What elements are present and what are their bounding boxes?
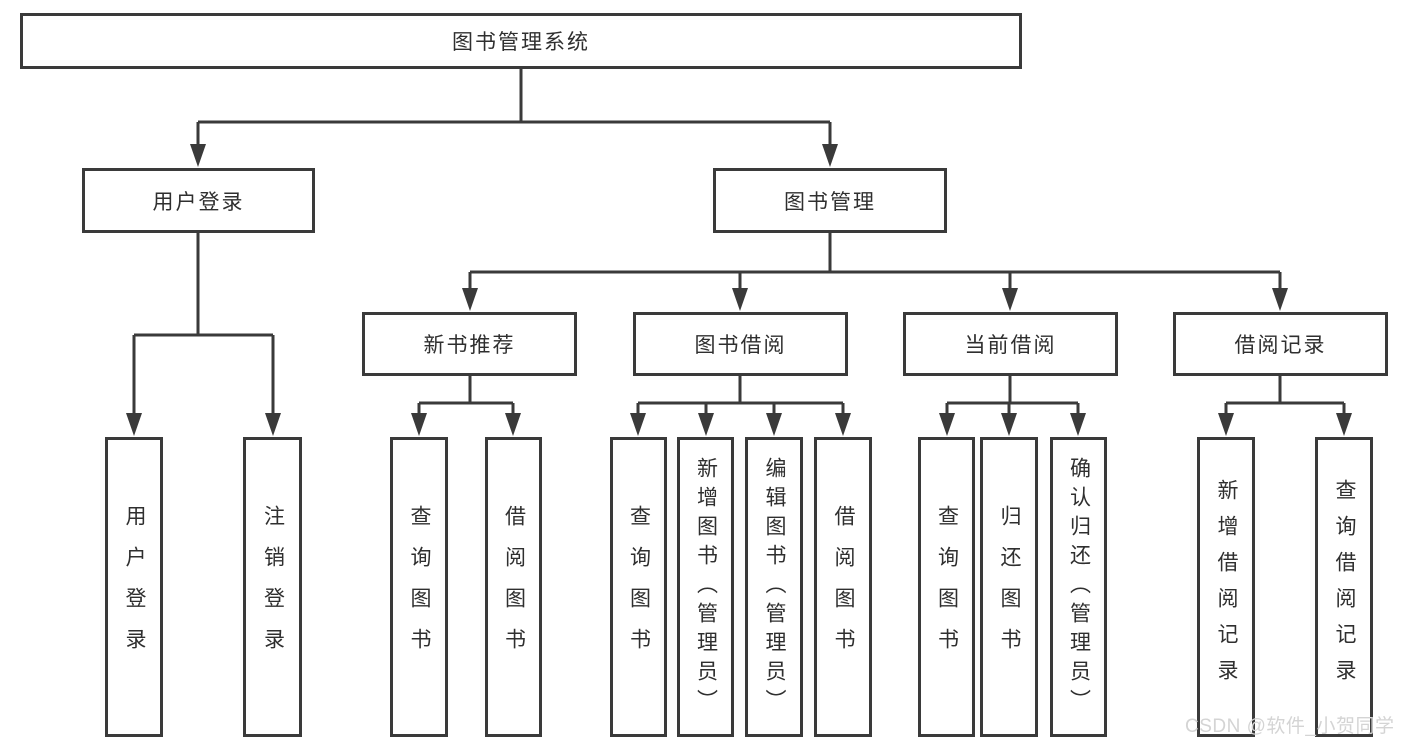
connector-book-management-sections — [462, 233, 1288, 311]
connector-new-book-children — [411, 376, 521, 436]
leaf-borrow-books: 借阅图书 — [814, 437, 872, 737]
node-user-login: 用户登录 — [82, 168, 315, 233]
connector-borrow-record-children — [1218, 376, 1352, 436]
leaf-query-books-recommend: 查询图书 — [390, 437, 448, 737]
node-current-borrow: 当前借阅 — [903, 312, 1118, 376]
node-book-management: 图书管理 — [713, 168, 947, 233]
connector-book-borrow-children — [630, 376, 851, 436]
leaf-add-books-admin: 新增图书（管理员） — [677, 437, 734, 737]
leaf-user-login: 用户登录 — [105, 437, 163, 737]
connector-root-to-level2 — [190, 69, 838, 167]
leaf-query-books-borrow: 查询图书 — [610, 437, 667, 737]
leaf-edit-books-admin: 编辑图书（管理员） — [745, 437, 803, 737]
leaf-confirm-return-admin: 确认归还（管理员） — [1050, 437, 1107, 737]
connector-current-borrow-children — [939, 376, 1086, 436]
leaf-borrow-books-recommend: 借阅图书 — [485, 437, 542, 737]
leaf-query-books-current: 查询图书 — [918, 437, 975, 737]
node-root-library-system: 图书管理系统 — [20, 13, 1022, 69]
connector-user-login-children — [126, 233, 281, 436]
csdn-watermark: CSDN @软件_小贺同学 — [1185, 716, 1395, 737]
leaf-add-borrow-record: 新增借阅记录 — [1197, 437, 1255, 737]
node-book-borrow: 图书借阅 — [633, 312, 848, 376]
leaf-query-borrow-record: 查询借阅记录 — [1315, 437, 1373, 737]
leaf-return-books: 归还图书 — [980, 437, 1038, 737]
node-new-book-recommend: 新书推荐 — [362, 312, 577, 376]
node-borrow-records: 借阅记录 — [1173, 312, 1388, 376]
leaf-logout: 注销登录 — [243, 437, 302, 737]
